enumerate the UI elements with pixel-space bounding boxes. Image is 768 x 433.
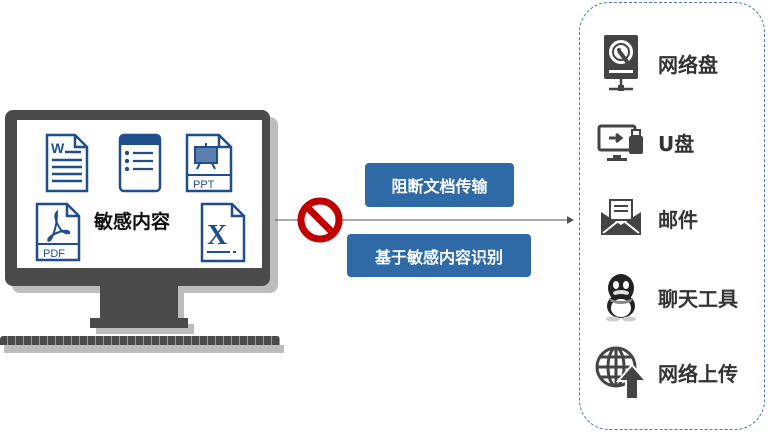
- channel-network-drive: 网络盘: [594, 35, 718, 91]
- channel-label: 邮件: [658, 207, 698, 232]
- channel-label: 网络上传: [658, 361, 738, 386]
- keyboard-base: [4, 345, 284, 353]
- channel-mail: 邮件: [594, 191, 698, 245]
- word-document-icon: W: [45, 133, 89, 193]
- detection-basis-label: 基于敏感内容识别: [347, 234, 531, 277]
- svg-text:W: W: [51, 140, 65, 156]
- ppt-document-icon: PPT: [185, 133, 233, 193]
- qq-penguin-icon: [606, 274, 636, 322]
- svg-text:PPT: PPT: [193, 179, 215, 191]
- pdf-document-icon: PDF: [35, 202, 81, 262]
- usb-drive-icon: [597, 124, 643, 161]
- mail-icon: [601, 199, 641, 235]
- block-transfer-label: 阻断文档传输: [365, 163, 514, 207]
- monitor-stand: [100, 286, 178, 320]
- channel-label: 网络盘: [658, 52, 718, 77]
- channel-label: U盘: [658, 131, 695, 156]
- svg-text:PDF: PDF: [43, 248, 65, 260]
- channel-web-upload: 网络上传: [594, 345, 738, 399]
- list-document-icon: [118, 133, 162, 193]
- svg-text:X: X: [207, 220, 227, 251]
- channel-chat-tool: 聊天工具: [594, 270, 738, 324]
- excel-document-icon: X: [200, 202, 246, 263]
- channel-label: 聊天工具: [658, 286, 738, 311]
- web-upload-icon: [595, 346, 648, 399]
- base-shadow: [96, 324, 194, 334]
- channels-panel: 网络盘 U盘 邮件 聊天工具: [579, 2, 765, 430]
- keyboard: [0, 336, 280, 345]
- monitor-base: [90, 318, 188, 328]
- block-icon: [297, 197, 343, 243]
- network-drive-icon: [604, 35, 638, 91]
- channel-usb-drive: U盘: [594, 115, 694, 169]
- sensitive-content-label: 敏感内容: [94, 211, 171, 233]
